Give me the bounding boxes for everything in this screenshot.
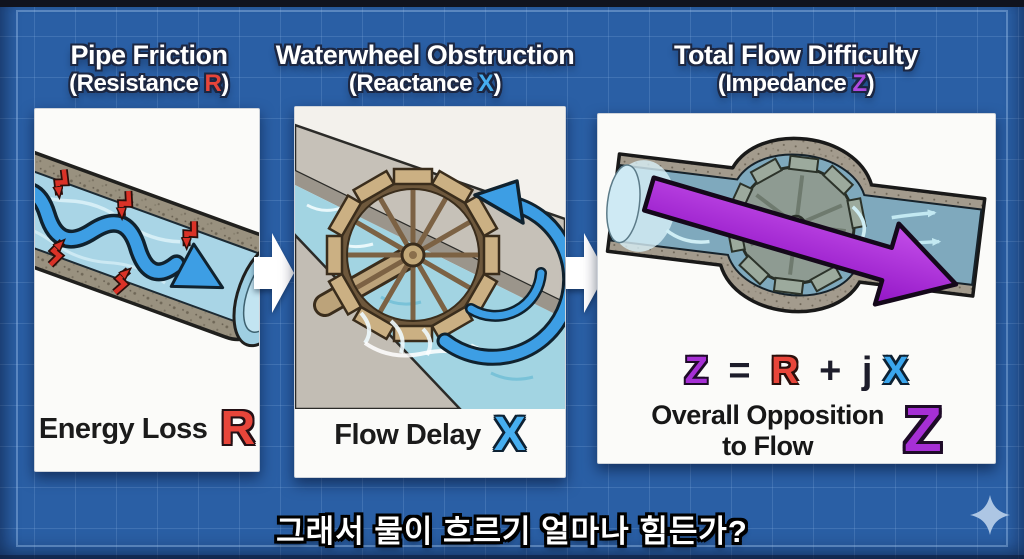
resistance-symbol: R — [204, 70, 222, 98]
overall-opposition-label: Overall Opposition to Flow — [651, 400, 884, 462]
panel3-caption: Overall Opposition to Flow Z — [598, 400, 995, 462]
impedance-symbol: Z — [852, 70, 867, 98]
subtitle-close: ) — [221, 70, 229, 98]
formula-r: R — [771, 350, 799, 392]
subtitle-line: (Resistance R) — [18, 70, 280, 98]
waterwheel-illustration — [295, 107, 565, 409]
panel-pipe-friction: Energy Loss R — [34, 108, 260, 472]
friction-arrows — [47, 169, 199, 296]
formula-equals: = — [728, 350, 751, 392]
pipe-friction-illustration — [35, 149, 259, 348]
wavy-flow-arrow — [35, 180, 225, 290]
panel2-caption: Flow Delay X — [295, 407, 565, 463]
formula-j: j — [861, 350, 873, 392]
caption-line-2: to Flow — [722, 431, 814, 462]
subtitle-line: (Impedance Z) — [598, 70, 994, 98]
title-pipe-friction: Pipe Friction (Resistance R) — [18, 40, 280, 98]
title-total-flow-difficulty: Total Flow Difficulty (Impedance Z) — [598, 40, 994, 98]
formula-x: X — [883, 350, 909, 392]
subtitle-close: ) — [493, 70, 502, 98]
title-line: Total Flow Difficulty — [674, 40, 918, 70]
impedance-arrow-icon — [641, 175, 959, 307]
subtitle-text: (Impedance — [717, 70, 853, 98]
title-line: Pipe Friction — [70, 40, 228, 70]
formula-plus: + — [819, 350, 842, 392]
korean-subtitle: 그래서 물이 흐르기 얼마나 힘든가? — [276, 514, 748, 549]
impedance-symbol-large: Z — [903, 396, 942, 466]
subtitle-text: (Reactance — [348, 70, 479, 98]
impedance-illustration — [605, 136, 987, 314]
top-letterbox-bar — [0, 0, 1024, 7]
step-arrow-icon — [566, 233, 606, 313]
subtitle-close: ) — [866, 70, 875, 98]
sparkle-icon — [970, 495, 1010, 535]
reactance-symbol-large: X — [493, 408, 526, 461]
bottom-edge-shade — [0, 555, 1024, 559]
resistance-symbol-large: R — [220, 402, 256, 455]
formula-z: Z — [684, 350, 708, 392]
title-waterwheel-obstruction: Waterwheel Obstruction (Reactance X) — [262, 40, 588, 98]
title-line: Waterwheel Obstruction — [275, 40, 575, 70]
caption-line-1: Overall Opposition — [651, 400, 884, 430]
panel-waterwheel: Flow Delay X — [294, 106, 566, 478]
subtitle-line: (Reactance X) — [262, 70, 588, 98]
energy-loss-label: Energy Loss — [38, 412, 208, 445]
flow-delay-label: Flow Delay — [334, 418, 481, 451]
impedance-formula: Z = R + j X — [598, 352, 995, 390]
step-arrow-icon — [254, 233, 294, 313]
panel-impedance: Z = R + j X Overall Opposition to Flow Z — [597, 113, 996, 464]
reactance-symbol: X — [478, 70, 494, 98]
panel1-caption: Energy Loss R — [35, 401, 259, 457]
subtitle-text: (Resistance — [69, 70, 205, 98]
rotation-arrow-icon — [436, 179, 565, 366]
